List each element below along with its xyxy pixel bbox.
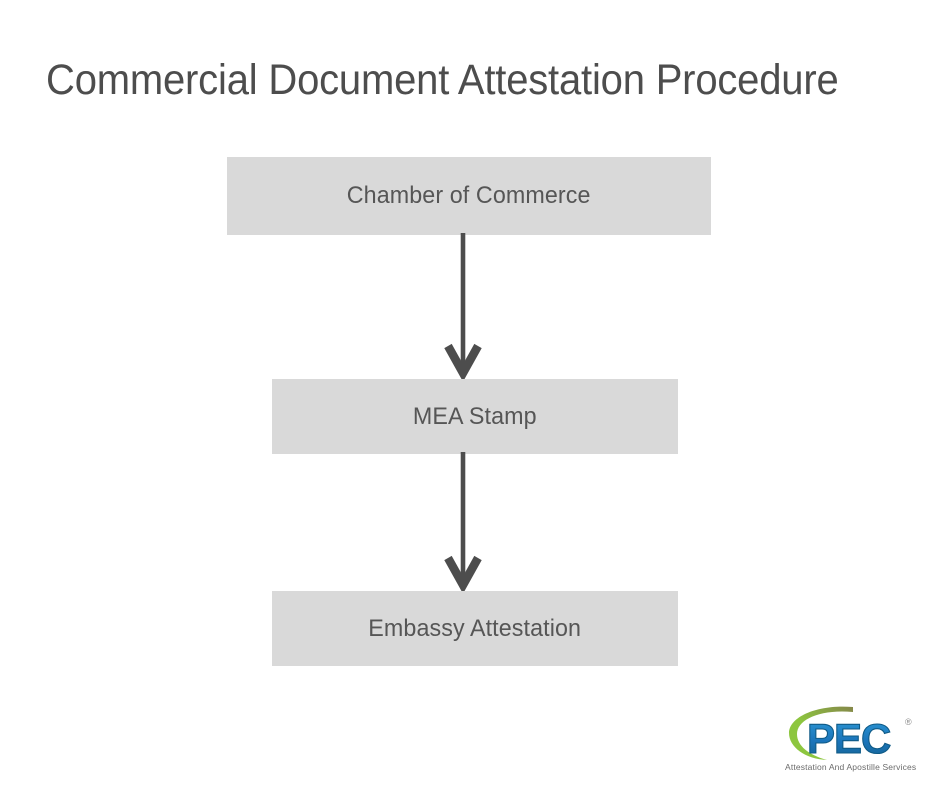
flow-node-embassy-attestation: Embassy Attestation [272, 591, 678, 666]
down-arrow-glyph [444, 233, 482, 380]
registered-trademark-icon: ® [905, 717, 912, 727]
pec-logo: PEC ® Attestation And Apostille Services [783, 703, 923, 781]
down-arrow-icon [440, 452, 486, 592]
down-arrow-icon [440, 233, 486, 380]
page-title: Commercial Document Attestation Procedur… [46, 56, 839, 104]
flow-node-label: Embassy Attestation [368, 614, 582, 642]
flow-node-mea-stamp: MEA Stamp [272, 379, 678, 454]
down-arrow-glyph [444, 452, 482, 592]
swoosh-icon [789, 706, 853, 760]
flow-node-label: Chamber of Commerce [347, 182, 591, 209]
pec-logo-mark: PEC ® [783, 703, 923, 763]
pec-logo-tagline: Attestation And Apostille Services [785, 762, 917, 772]
pec-logo-graphic: PEC ® [789, 706, 912, 763]
flow-node-label: MEA Stamp [413, 402, 537, 430]
flow-node-chamber-of-commerce: Chamber of Commerce [227, 157, 711, 235]
pec-wordmark: PEC [807, 715, 891, 762]
